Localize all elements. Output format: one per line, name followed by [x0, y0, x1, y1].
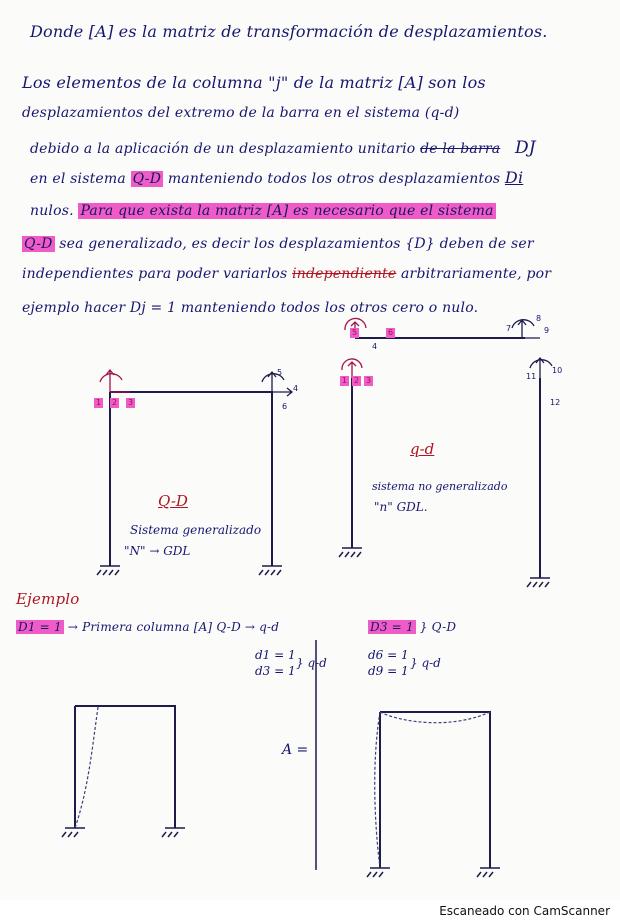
right-node-tag-1: 1: [340, 376, 350, 386]
note-line-1: Donde [A] es la matriz de transformación…: [30, 22, 548, 41]
example-heading: Ejemplo: [16, 590, 80, 608]
note-line-5: en el sistema Q-D manteniendo todos los …: [30, 168, 523, 187]
example-right-line: D3 = 1 } Q-D: [368, 620, 456, 634]
scanned-page: Donde [A] es la matriz de transformación…: [16, 22, 563, 878]
example-right-brace: } q-d: [410, 656, 441, 670]
right-node-tag-5: 5: [350, 328, 360, 338]
left-node-tag-1: 1: [94, 398, 104, 408]
note-line-2: Los elementos de la columna "j" de la ma…: [22, 73, 486, 92]
note-line-8: independientes para poder variarlos inde…: [22, 266, 551, 282]
note-line-4: debido a la aplicación de un desplazamie…: [30, 138, 536, 158]
line6-text: nulos.: [30, 203, 74, 219]
example-left-d2: d3 = 1: [255, 664, 296, 678]
line5-text-a: en el sistema: [30, 171, 126, 187]
left-node-tag-3: 3: [126, 398, 136, 408]
example-right-d2: d9 = 1: [368, 664, 409, 678]
right-node-num-8: 8: [536, 314, 542, 323]
note-line-3: desplazamientos del extremo de la barra …: [22, 105, 460, 121]
right-node-num-12: 12: [550, 398, 561, 407]
left-node-tag-2: 2: [110, 398, 120, 408]
scanner-footer: Escaneado con CamScanner: [439, 904, 610, 918]
right-node-num-4: 4: [372, 342, 378, 351]
example-right-text: } Q-D: [419, 620, 457, 634]
right-node-num-9: 9: [544, 326, 550, 335]
right-node-tag-6: 6: [386, 328, 396, 338]
note-line-7: Q-D sea generalizado, es decir los despl…: [22, 236, 534, 252]
structure-drawings: [61, 317, 553, 878]
right-figure-title: q-d: [410, 440, 435, 458]
line8-text-b: arbitrariamente, por: [401, 266, 552, 282]
note-line-9: ejemplo hacer Dj = 1 manteniendo todos l…: [22, 300, 479, 316]
line8-text-a: independientes para poder variarlos: [22, 266, 288, 282]
right-figure-caption-1: sistema no generalizado: [372, 480, 508, 493]
example-right-d1: d6 = 1: [368, 648, 409, 662]
matrix-a-label: A =: [282, 742, 309, 758]
line4-struck: de la barra: [420, 141, 501, 157]
left-node-num-4: 4: [293, 384, 299, 393]
line4-dj: DJ: [514, 138, 536, 158]
line5-di: Di: [504, 168, 524, 187]
left-figure-caption-1: Sistema generalizado: [130, 523, 262, 537]
right-node-num-7: 7: [506, 324, 512, 333]
example-left-d1: d1 = 1: [255, 648, 296, 662]
left-figure-caption-2: "N" → GDL: [124, 544, 191, 558]
line6-highlight: Para que exista la matriz [A] es necesar…: [78, 203, 496, 219]
example-right-highlight: D3 = 1: [368, 620, 416, 634]
line5-highlight: Q-D: [130, 171, 164, 187]
line5-text-b: manteniendo todos los otros desplazamien…: [167, 171, 501, 187]
left-node-num-5: 5: [277, 368, 283, 377]
left-node-num-6: 6: [282, 402, 288, 411]
example-left-line: D1 = 1 → Primera columna [A] Q-D → q-d: [16, 620, 279, 634]
right-node-num-10: 10: [552, 366, 563, 375]
right-node-tag-2: 2: [352, 376, 362, 386]
left-figure-title: Q-D: [158, 492, 188, 510]
note-line-6: nulos. Para que exista la matriz [A] es …: [30, 203, 496, 219]
line7-highlight: Q-D: [22, 236, 55, 252]
line7-text: sea generalizado, es decir los desplazam…: [59, 236, 534, 252]
example-left-text: → Primera columna [A] Q-D → q-d: [67, 620, 280, 634]
right-figure-caption-2: "n" GDL.: [374, 500, 428, 514]
example-left-highlight: D1 = 1: [16, 620, 64, 634]
right-node-tag-3: 3: [364, 376, 374, 386]
line4-text: debido a la aplicación de un desplazamie…: [30, 141, 416, 157]
right-node-num-11: 11: [526, 372, 537, 381]
line8-struck: independiente: [292, 266, 397, 282]
example-left-brace: } q-d: [296, 656, 327, 670]
